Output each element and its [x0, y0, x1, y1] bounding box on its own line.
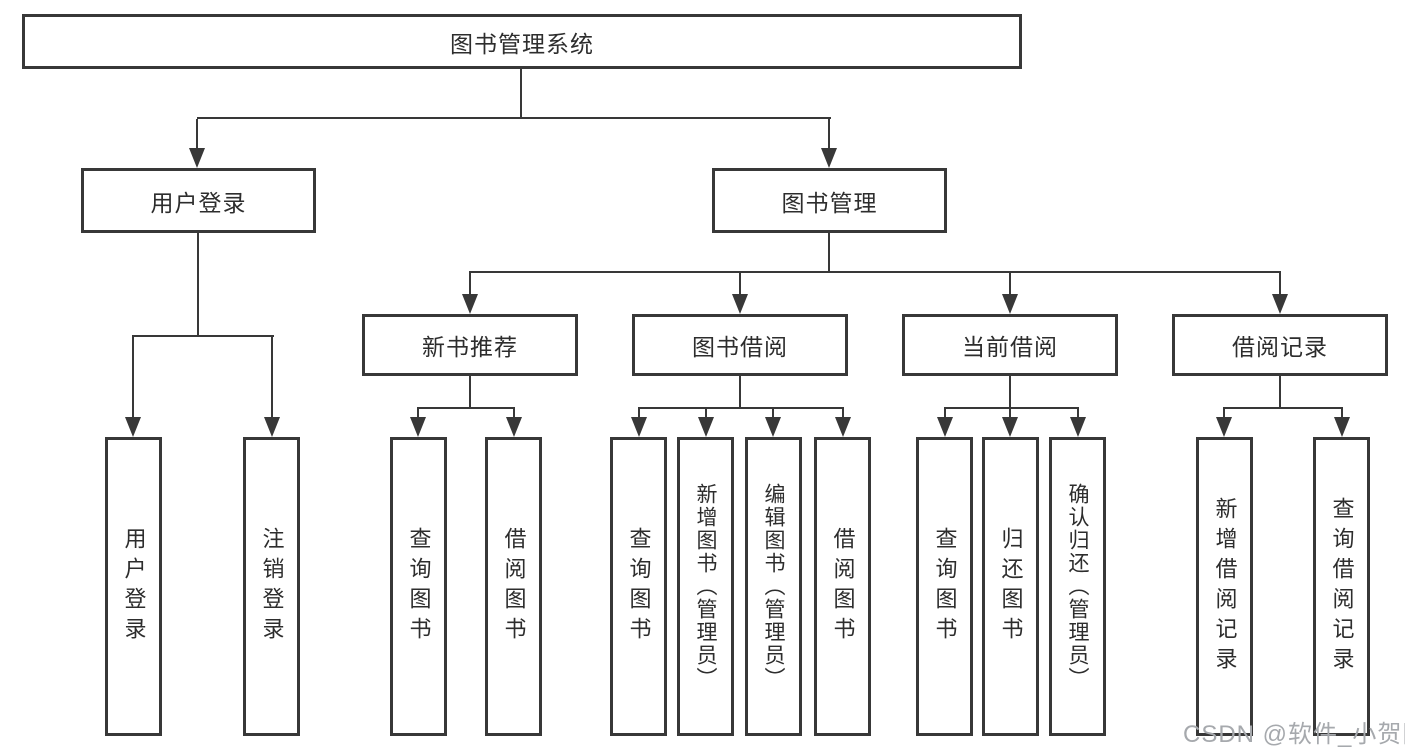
leaf-label: 归还图书: [998, 526, 1024, 647]
leaf-query-borrow-record: 查询借阅记录: [1313, 437, 1370, 736]
leaf-query-book-1: 查询图书: [390, 437, 447, 736]
connector-arrow: [506, 409, 522, 437]
connector-hline: [638, 407, 844, 409]
connector-arrow: [1002, 273, 1018, 314]
connector-arrow: [125, 337, 141, 437]
node-book-borrow: 图书借阅: [632, 314, 848, 376]
leaf-label: 借阅图书: [830, 526, 856, 647]
connector-arrow: [821, 119, 837, 168]
connector-arrow: [732, 273, 748, 314]
leaf-label: 查询图书: [406, 526, 432, 647]
leaf-label: 借阅图书: [501, 526, 527, 647]
node-user-login: 用户登录: [81, 168, 316, 233]
connector-arrow: [264, 337, 280, 437]
node-label: 用户登录: [150, 189, 247, 216]
connector-arrow: [1272, 273, 1288, 314]
node-current-borrow: 当前借阅: [902, 314, 1118, 376]
node-book-management: 图书管理: [712, 168, 947, 233]
node-label: 图书借阅: [692, 334, 788, 360]
leaf-label: 新增图书（管理员）: [694, 483, 717, 690]
leaf-label: 用户登录: [121, 526, 147, 647]
node-borrow-record: 借阅记录: [1172, 314, 1388, 376]
connector-arrow: [1334, 409, 1350, 437]
node-label: 图书管理系统: [450, 30, 594, 57]
leaf-label: 查询图书: [626, 526, 652, 647]
leaf-label: 查询图书: [932, 526, 958, 647]
connector-hline: [469, 271, 1281, 273]
connector-hline: [132, 335, 274, 337]
connector-vline: [1279, 376, 1281, 409]
connector-arrow: [631, 409, 647, 437]
leaf-add-book-admin: 新增图书（管理员）: [677, 437, 734, 736]
connector-vline: [739, 376, 741, 409]
connector-vline: [1009, 376, 1011, 409]
connector-arrow: [765, 409, 781, 437]
connector-arrow: [835, 409, 851, 437]
leaf-add-borrow-record: 新增借阅记录: [1196, 437, 1253, 736]
leaf-query-book-3: 查询图书: [916, 437, 973, 736]
leaf-borrow-book-2: 借阅图书: [814, 437, 871, 736]
leaf-label: 新增借阅记录: [1212, 496, 1238, 677]
connector-arrow: [410, 409, 426, 437]
leaf-label: 注销登录: [259, 526, 285, 647]
connector-hline: [944, 407, 1079, 409]
node-root: 图书管理系统: [22, 14, 1022, 69]
leaf-label: 查询借阅记录: [1329, 496, 1355, 677]
connector-arrow: [698, 409, 714, 437]
node-label: 借阅记录: [1232, 334, 1328, 360]
connector-hline: [197, 117, 831, 119]
connector-arrow: [462, 273, 478, 314]
leaf-confirm-return-admin: 确认归还（管理员）: [1049, 437, 1106, 736]
connector-arrow: [1216, 409, 1232, 437]
leaf-logout: 注销登录: [243, 437, 300, 736]
leaf-borrow-book-1: 借阅图书: [485, 437, 542, 736]
connector-vline: [828, 233, 830, 273]
node-label: 新书推荐: [422, 334, 518, 360]
leaf-label: 编辑图书（管理员）: [762, 483, 785, 690]
connector-arrow: [1002, 409, 1018, 437]
connector-vline: [469, 376, 471, 409]
csdn-watermark: CSDN @软件_小贺同学: [1183, 721, 1405, 747]
connector-arrow: [1070, 409, 1086, 437]
leaf-edit-book-admin: 编辑图书（管理员）: [745, 437, 802, 736]
connector-hline: [417, 407, 515, 409]
connector-arrow: [937, 409, 953, 437]
node-label: 图书管理: [781, 189, 878, 216]
leaf-label: 确认归还（管理员）: [1066, 483, 1089, 690]
connector-vline: [197, 233, 199, 337]
node-label: 当前借阅: [962, 334, 1058, 360]
connector-arrow: [189, 119, 205, 168]
node-new-book-recommend: 新书推荐: [362, 314, 578, 376]
leaf-query-book-2: 查询图书: [610, 437, 667, 736]
leaf-user-login: 用户登录: [105, 437, 162, 736]
connector-hline: [1223, 407, 1343, 409]
leaf-return-book: 归还图书: [982, 437, 1039, 736]
connector-vline: [520, 69, 522, 119]
